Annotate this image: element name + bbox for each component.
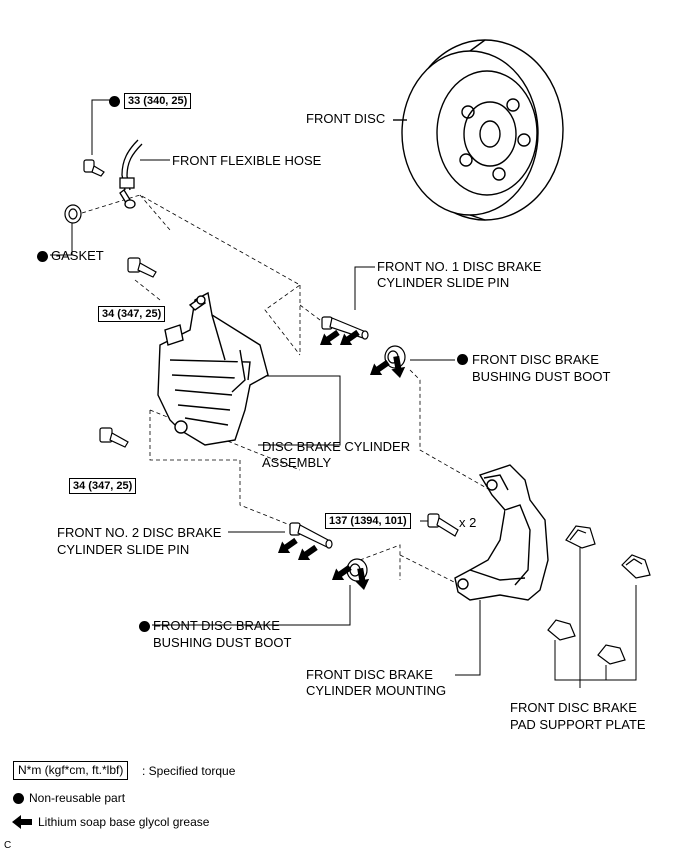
gasket-drawing [64,204,82,224]
grease-arrows [12,329,406,829]
legend-torque-box: N*m (kgf*cm, ft.*lbf) [13,761,129,780]
leader-lines [50,99,637,688]
front-flexible-hose-label: FRONT FLEXIBLE HOSE [172,153,322,168]
slide-pin-2-label-line1: FRONT NO. 2 DISC BRAKE [57,525,222,540]
grease-arrow-icon [278,537,298,553]
slide-pin-1-label-line1: FRONT NO. 1 DISC BRAKE [377,259,542,274]
support-plate-label-line1: FRONT DISC BRAKE [510,700,637,715]
cylinder-assembly-label-line1: DISC BRAKE CYLINDER [262,439,411,454]
grease-arrow-icon [332,564,352,580]
legend-grease-arrow-icon [12,815,32,829]
cylinder-assembly-label-line2: ASSEMBLY [262,455,332,470]
legend-torque-desc: : Specified torque [142,764,236,778]
mounting-label-line2: CYLINDER MOUNTING [306,683,447,698]
brake-cylinder-drawing [157,291,269,446]
slide-pin-2-label-line2: CYLINDER SLIDE PIN [57,542,190,557]
non-reusable-dot-icon [457,354,468,365]
legend-grease-label: Lithium soap base glycol grease [38,815,210,829]
grease-arrow-icon [391,355,406,378]
corner-code: C [4,840,12,851]
support-plate-label-line2: PAD SUPPORT PLATE [510,717,646,732]
grease-arrow-icon [355,567,370,590]
legend-non-reusable-label: Non-reusable part [29,791,126,805]
grease-arrow-icon [370,359,390,375]
lower-cylinder-bolt-drawing [99,427,129,448]
front-disc-drawing [393,39,564,221]
slide-pin-1-label-line2: CYLINDER SLIDE PIN [377,275,510,290]
dust-boot-upper-label-line1: FRONT DISC BRAKE [472,352,599,367]
legend-non-reusable-dot-icon [13,793,24,804]
grease-arrow-icon [320,329,340,345]
cylinder-mounting-drawing [454,464,549,601]
flexible-hose-drawing [119,139,143,209]
upper-cylinder-bolt-drawing [127,257,157,278]
x2-label: x 2 [459,515,477,530]
dust-boot-lower-label-line2: BUSHING DUST BOOT [153,635,292,650]
mounting-bolt-torque: 137 (1394, 101) [325,513,411,529]
front-disc-label: FRONT DISC [306,111,386,126]
mounting-bolt-drawing [427,513,459,537]
mounting-label-line1: FRONT DISC BRAKE [306,667,433,682]
non-reusable-dot-icon [109,96,120,107]
grease-arrow-icon [340,329,360,345]
non-reusable-dot-icon [37,251,48,262]
grease-arrow-icon [298,544,318,560]
slide-pin-2-drawing [289,522,333,549]
non-reusable-dot-icon [139,621,150,632]
upper-cylinder-bolt-torque: 34 (347, 25) [98,306,166,322]
hose-bolt-drawing [83,159,105,177]
lower-cylinder-bolt-torque: 34 (347, 25) [69,478,137,494]
pad-support-plates-drawing [547,525,651,665]
dust-boot-upper-label-line2: BUSHING DUST BOOT [472,369,611,384]
hose-bolt-torque: 33 (340, 25) [124,93,192,109]
dust-boot-lower-label-line1: FRONT DISC BRAKE [153,618,280,633]
gasket-label: GASKET [51,248,104,263]
